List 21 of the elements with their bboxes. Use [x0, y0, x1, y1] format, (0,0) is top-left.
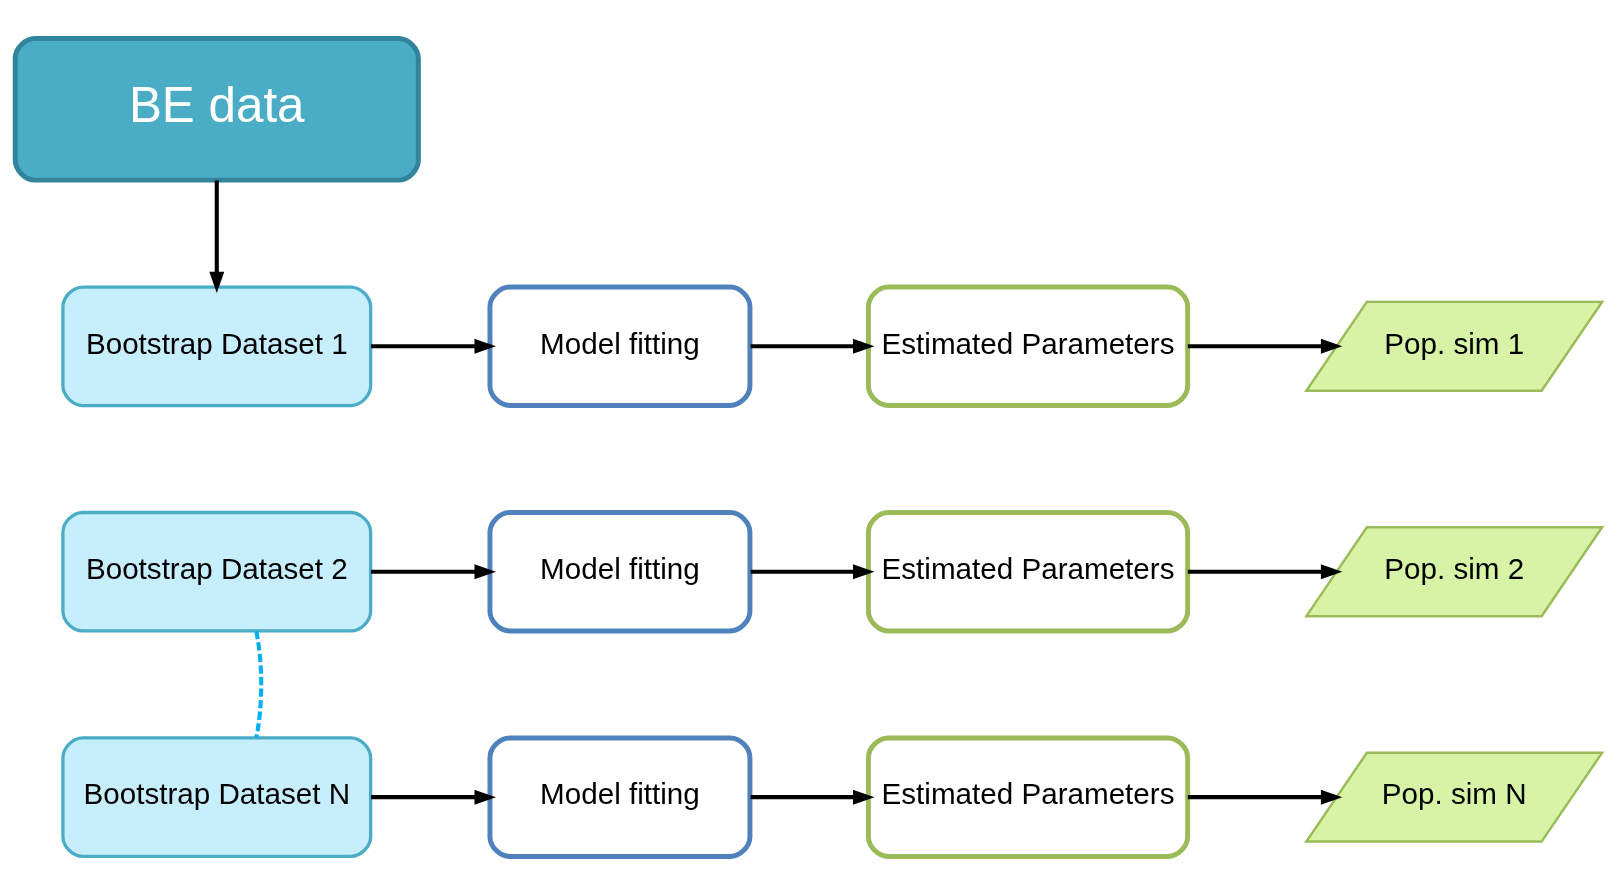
node-box: BE data [12, 35, 421, 183]
arrow [750, 789, 875, 805]
node-box: Bootstrap Dataset 2 [61, 510, 373, 633]
arrow [1187, 338, 1343, 354]
node-box: Model fitting [487, 734, 753, 859]
arrow [750, 338, 875, 354]
node-box: Bootstrap Dataset N [61, 735, 373, 858]
arrow [1187, 563, 1343, 579]
node-box: Estimated Parameters [865, 284, 1191, 408]
node-box: Bootstrap Dataset 1 [61, 284, 373, 407]
node-box: Model fitting [487, 284, 753, 408]
node-box: Estimated Parameters [865, 509, 1191, 633]
arrow [371, 789, 496, 805]
connector [254, 630, 264, 738]
arrow [750, 563, 875, 579]
node-box: Model fitting [487, 509, 753, 633]
arrow [209, 179, 225, 293]
arrow [1187, 789, 1343, 805]
node-box: Estimated Parameters [865, 734, 1191, 859]
arrow [371, 563, 496, 579]
arrow [371, 338, 496, 354]
